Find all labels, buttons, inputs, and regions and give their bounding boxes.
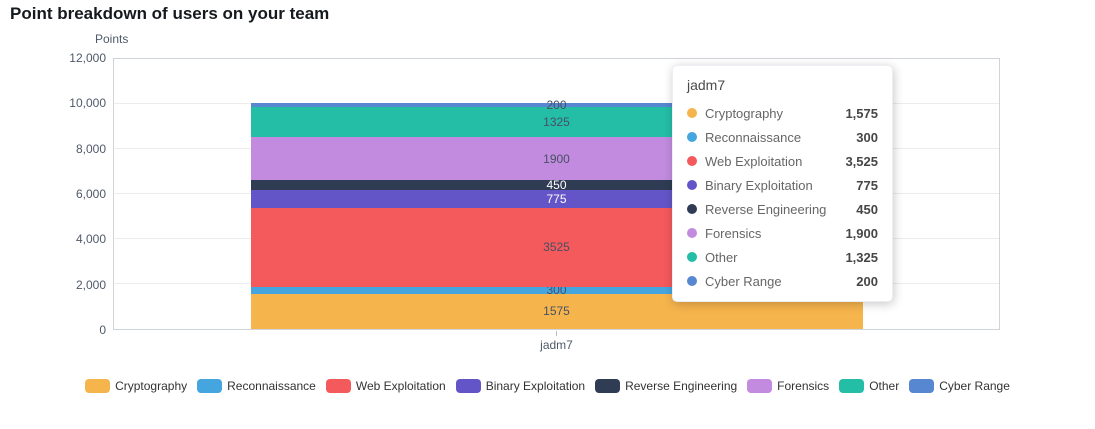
legend-item-forensics[interactable]: Forensics: [747, 379, 829, 393]
legend-label: Other: [869, 379, 900, 393]
tooltip-series-name: Cyber Range: [705, 273, 782, 289]
tooltip-series-name: Web Exploitation: [705, 153, 803, 169]
bar-segment-value: 200: [546, 98, 567, 113]
legend-swatch: [839, 379, 865, 393]
tooltip-series-value: 775: [856, 177, 878, 193]
legend-item-cyber-range[interactable]: Cyber Range: [909, 379, 1010, 393]
legend-label: Forensics: [777, 379, 830, 393]
legend-swatch: [595, 379, 621, 393]
tooltip-row-other: Other 1,325: [687, 245, 878, 269]
y-tick-label: 4,000: [75, 232, 106, 247]
legend-item-other[interactable]: Other: [839, 379, 899, 393]
tooltip-row-web-exploitation: Web Exploitation 3,525: [687, 149, 878, 173]
bar-segment-value: 3525: [543, 240, 570, 255]
legend-label: Binary Exploitation: [485, 379, 586, 393]
bar-segment-value: 300: [546, 283, 567, 298]
legend-swatch: [85, 379, 111, 393]
series-color-dot: [687, 228, 697, 238]
legend-item-binary-exploitation[interactable]: Binary Exploitation: [455, 379, 586, 393]
bar-segment-value: 1325: [543, 115, 570, 130]
tooltip-series-value: 1,900: [845, 225, 878, 241]
tooltip-series-name: Reverse Engineering: [705, 201, 827, 217]
tooltip-row-cryptography: Cryptography 1,575: [687, 101, 878, 125]
legend-label: Cyber Range: [939, 379, 1010, 393]
y-tick-label: 6,000: [75, 187, 106, 201]
tooltip-series-value: 1,575: [845, 105, 878, 121]
tooltip-title: jadm7: [687, 77, 726, 93]
y-tick-label: 12,000: [69, 51, 106, 65]
series-color-dot: [687, 204, 697, 214]
bar-segment-value: 450: [546, 178, 567, 192]
legend-label: Reconnaissance: [227, 379, 316, 393]
bar-segment-reconnaissance[interactable]: 300: [250, 283, 863, 298]
tooltip-row-binary-exploitation: Binary Exploitation 775: [687, 173, 878, 197]
tooltip-series-value: 3,525: [845, 153, 878, 169]
legend-swatch: [455, 379, 481, 393]
legend-swatch: [747, 379, 773, 393]
bar-segment-value: 1575: [543, 304, 570, 319]
bar-segment-cyber-range[interactable]: 200: [250, 99, 863, 111]
tooltip-series-name: Other: [705, 249, 738, 265]
x-axis-tick: [556, 331, 557, 336]
tooltip-series-value: 450: [856, 201, 878, 217]
tooltip-row-cyber-range: Cyber Range 200: [687, 269, 878, 293]
legend-swatch: [909, 379, 935, 393]
page-title: Point breakdown of users on your team: [10, 4, 330, 23]
legend-item-reverse-engineering[interactable]: Reverse Engineering: [595, 379, 737, 393]
series-color-dot: [687, 108, 697, 118]
bar-segment-value: 1900: [543, 151, 570, 166]
tooltip-series-name: Binary Exploitation: [705, 177, 813, 193]
tooltip-row-forensics: Forensics 1,900: [687, 221, 878, 245]
legend-label: Cryptography: [115, 379, 188, 393]
series-color-dot: [687, 276, 697, 286]
tooltip-series-name: Cryptography: [705, 105, 784, 121]
legend-item-reconnaissance[interactable]: Reconnaissance: [197, 379, 316, 393]
tooltip-series-name: Reconnaissance: [705, 129, 802, 145]
legend-item-web-exploitation[interactable]: Web Exploitation: [325, 379, 446, 393]
y-axis-labels: 0 2,000 4,000 6,000 8,000 10,000 12,000: [0, 52, 106, 336]
tooltip-series-value: 200: [856, 273, 878, 289]
tooltip-row-reconnaissance: Reconnaissance 300: [687, 125, 878, 149]
legend-swatch: [197, 379, 223, 393]
y-axis-title: Points: [95, 32, 129, 46]
bar-segment-value: 775: [546, 191, 567, 206]
y-tick-label: 8,000: [75, 141, 106, 156]
series-color-dot: [687, 252, 697, 262]
legend: Cryptography Reconnaissance Web Exploitati…: [0, 379, 1095, 393]
y-tick-label: 0: [99, 323, 106, 337]
tooltip-row-reverse-engineering: Reverse Engineering 450: [687, 197, 878, 221]
series-color-dot: [687, 132, 697, 142]
legend-swatch: [325, 379, 351, 393]
y-tick-label: 10,000: [69, 96, 106, 111]
tooltip-series-value: 1,325: [845, 249, 878, 265]
tooltip-series-name: Forensics: [705, 225, 762, 241]
legend-label: Reverse Engineering: [625, 379, 738, 393]
legend-label: Web Exploitation: [355, 379, 446, 393]
series-color-dot: [687, 156, 697, 166]
tooltip-series-value: 300: [856, 129, 878, 145]
y-tick-label: 2,000: [75, 277, 106, 292]
legend-item-cryptography[interactable]: Cryptography: [85, 379, 187, 393]
x-axis-label-jadm7: jadm7: [540, 338, 573, 352]
series-color-dot: [687, 180, 697, 190]
bar-segment-reverse-engineering[interactable]: 450: [250, 178, 863, 192]
